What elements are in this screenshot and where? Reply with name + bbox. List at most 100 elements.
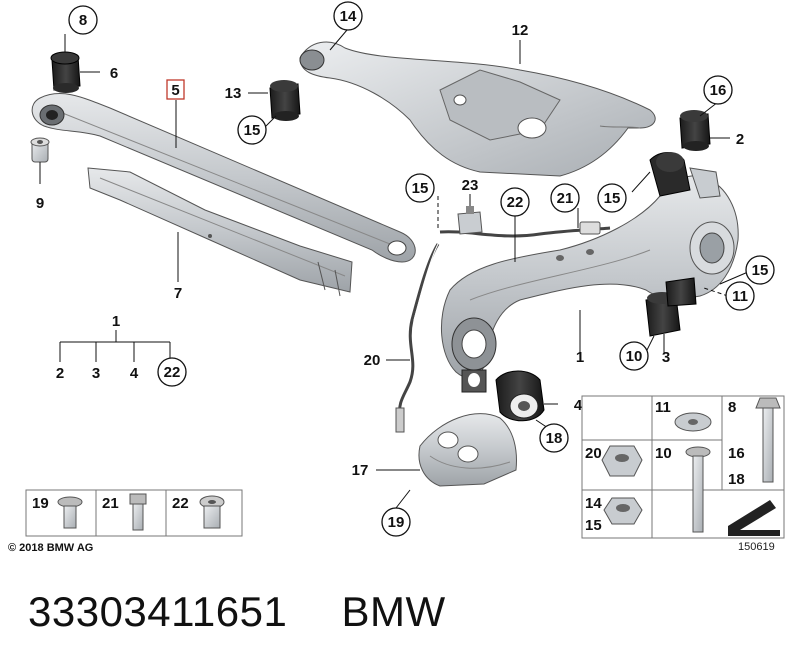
svg-text:22: 22 (172, 495, 189, 512)
direction-arrow-icon (728, 500, 780, 536)
clip-23 (457, 206, 483, 235)
svg-text:8: 8 (79, 12, 87, 29)
svg-text:8: 8 (728, 399, 736, 416)
part-number-line: 33303411651 BMW (28, 588, 446, 636)
callout-21a: 21 (550, 183, 580, 213)
callout-4a: 4 (130, 365, 139, 382)
svg-text:10: 10 (655, 445, 672, 462)
callout-4b: 4 (574, 397, 583, 414)
svg-text:20: 20 (364, 352, 381, 369)
svg-text:14: 14 (340, 8, 357, 25)
svg-text:14: 14 (585, 495, 602, 512)
svg-text:2: 2 (56, 365, 64, 382)
svg-text:7: 7 (174, 285, 182, 302)
rubber-bushing-2 (679, 110, 711, 151)
svg-text:20: 20 (585, 445, 602, 462)
callout-1a: 1 (576, 349, 584, 366)
callout-8: 8 (68, 5, 98, 35)
screw-21-icon (129, 493, 147, 531)
nut-20-icon (601, 445, 643, 477)
bolt-8-icon (755, 397, 781, 483)
copyright: © 2018 BMW AG (8, 542, 94, 554)
sleeve-22-icon (199, 495, 225, 529)
screw-19-icon (57, 496, 83, 529)
svg-text:15: 15 (585, 517, 602, 534)
callout-15d: 15 (745, 255, 775, 285)
callout-20a: 20 (364, 352, 381, 369)
callout-10a: 10 (619, 341, 649, 371)
rubber-bushing-6 (50, 51, 81, 93)
callout-3a: 3 (92, 365, 100, 382)
svg-text:13: 13 (225, 85, 242, 102)
bolt-sleeve-9 (30, 137, 50, 163)
rubber-bushing-13 (269, 80, 301, 121)
leader-lines (39, 29, 749, 509)
washer-11-icon (674, 412, 712, 432)
callout-14: 14 (333, 1, 363, 31)
tie-rod-link (31, 92, 416, 263)
svg-text:12: 12 (512, 22, 529, 39)
bushing-in-arm (451, 317, 497, 393)
svg-text:21: 21 (102, 495, 119, 512)
nut-14-icon (603, 497, 643, 525)
svg-text:16: 16 (710, 82, 727, 99)
callout-3b: 3 (662, 349, 670, 366)
callout-23: 23 (462, 177, 479, 194)
callout-5: 5 (166, 79, 185, 100)
svg-text:23: 23 (462, 177, 479, 194)
svg-text:15: 15 (412, 180, 429, 197)
callout-17: 17 (352, 462, 369, 479)
brand-name: BMW (341, 588, 446, 635)
svg-text:18: 18 (728, 471, 745, 488)
callout-16: 16 (703, 75, 733, 105)
svg-text:4: 4 (574, 397, 583, 414)
callout-18a: 18 (539, 423, 569, 453)
callout-13: 13 (225, 85, 242, 102)
rubber-bushing-4 (495, 370, 545, 422)
cover-panel-7 (87, 167, 353, 297)
svg-text:22: 22 (507, 194, 524, 211)
wheel-carrier-1 (440, 152, 739, 379)
svg-text:15: 15 (244, 122, 261, 139)
svg-text:16: 16 (728, 445, 745, 462)
svg-text:15: 15 (752, 262, 769, 279)
fastener-legend-right: 11 8 20 10 16 18 14 15 (581, 395, 785, 539)
svg-text:15: 15 (604, 190, 621, 207)
fastener-legend-left: 19 21 22 (25, 489, 243, 537)
svg-text:18: 18 (546, 430, 563, 447)
callout-1b: 1 (112, 313, 120, 330)
callout-19a: 19 (381, 507, 411, 537)
svg-text:19: 19 (388, 514, 405, 531)
callout-11a: 11 (725, 281, 755, 311)
bolt-10-icon (685, 446, 711, 533)
part-number: 33303411651 (28, 588, 288, 635)
svg-text:6: 6 (110, 65, 118, 82)
svg-text:3: 3 (662, 349, 670, 366)
bracket-17 (418, 413, 517, 487)
svg-text:10: 10 (626, 348, 643, 365)
callout-9: 9 (36, 195, 44, 212)
svg-text:19: 19 (32, 495, 49, 512)
svg-text:21: 21 (557, 190, 574, 207)
svg-text:1: 1 (112, 313, 120, 330)
svg-text:4: 4 (130, 365, 139, 382)
svg-text:11: 11 (732, 288, 748, 305)
svg-text:3: 3 (92, 365, 100, 382)
callout-labels: 8 6 5 9 7 14 12 13 15 16 2 23 15 22 21 1… (36, 1, 775, 537)
figure-code: 150619 (738, 541, 775, 553)
svg-text:17: 17 (352, 462, 369, 479)
rubber-bushing-3 (645, 277, 697, 337)
callout-22a: 22 (500, 187, 530, 217)
callout-12: 12 (512, 22, 529, 39)
svg-text:5: 5 (171, 82, 179, 99)
callout-2a: 2 (736, 131, 744, 148)
callout-2b: 2 (56, 365, 64, 382)
svg-text:11: 11 (655, 399, 671, 416)
callout-15a: 15 (237, 115, 267, 145)
exploded-parts-diagram: 8 6 5 9 7 14 12 13 15 16 2 23 15 22 21 1… (25, 1, 785, 539)
callout-22b: 22 (157, 357, 187, 387)
callout-15c: 15 (597, 183, 627, 213)
svg-text:2: 2 (736, 131, 744, 148)
svg-text:1: 1 (576, 349, 584, 366)
svg-text:22: 22 (164, 364, 181, 381)
